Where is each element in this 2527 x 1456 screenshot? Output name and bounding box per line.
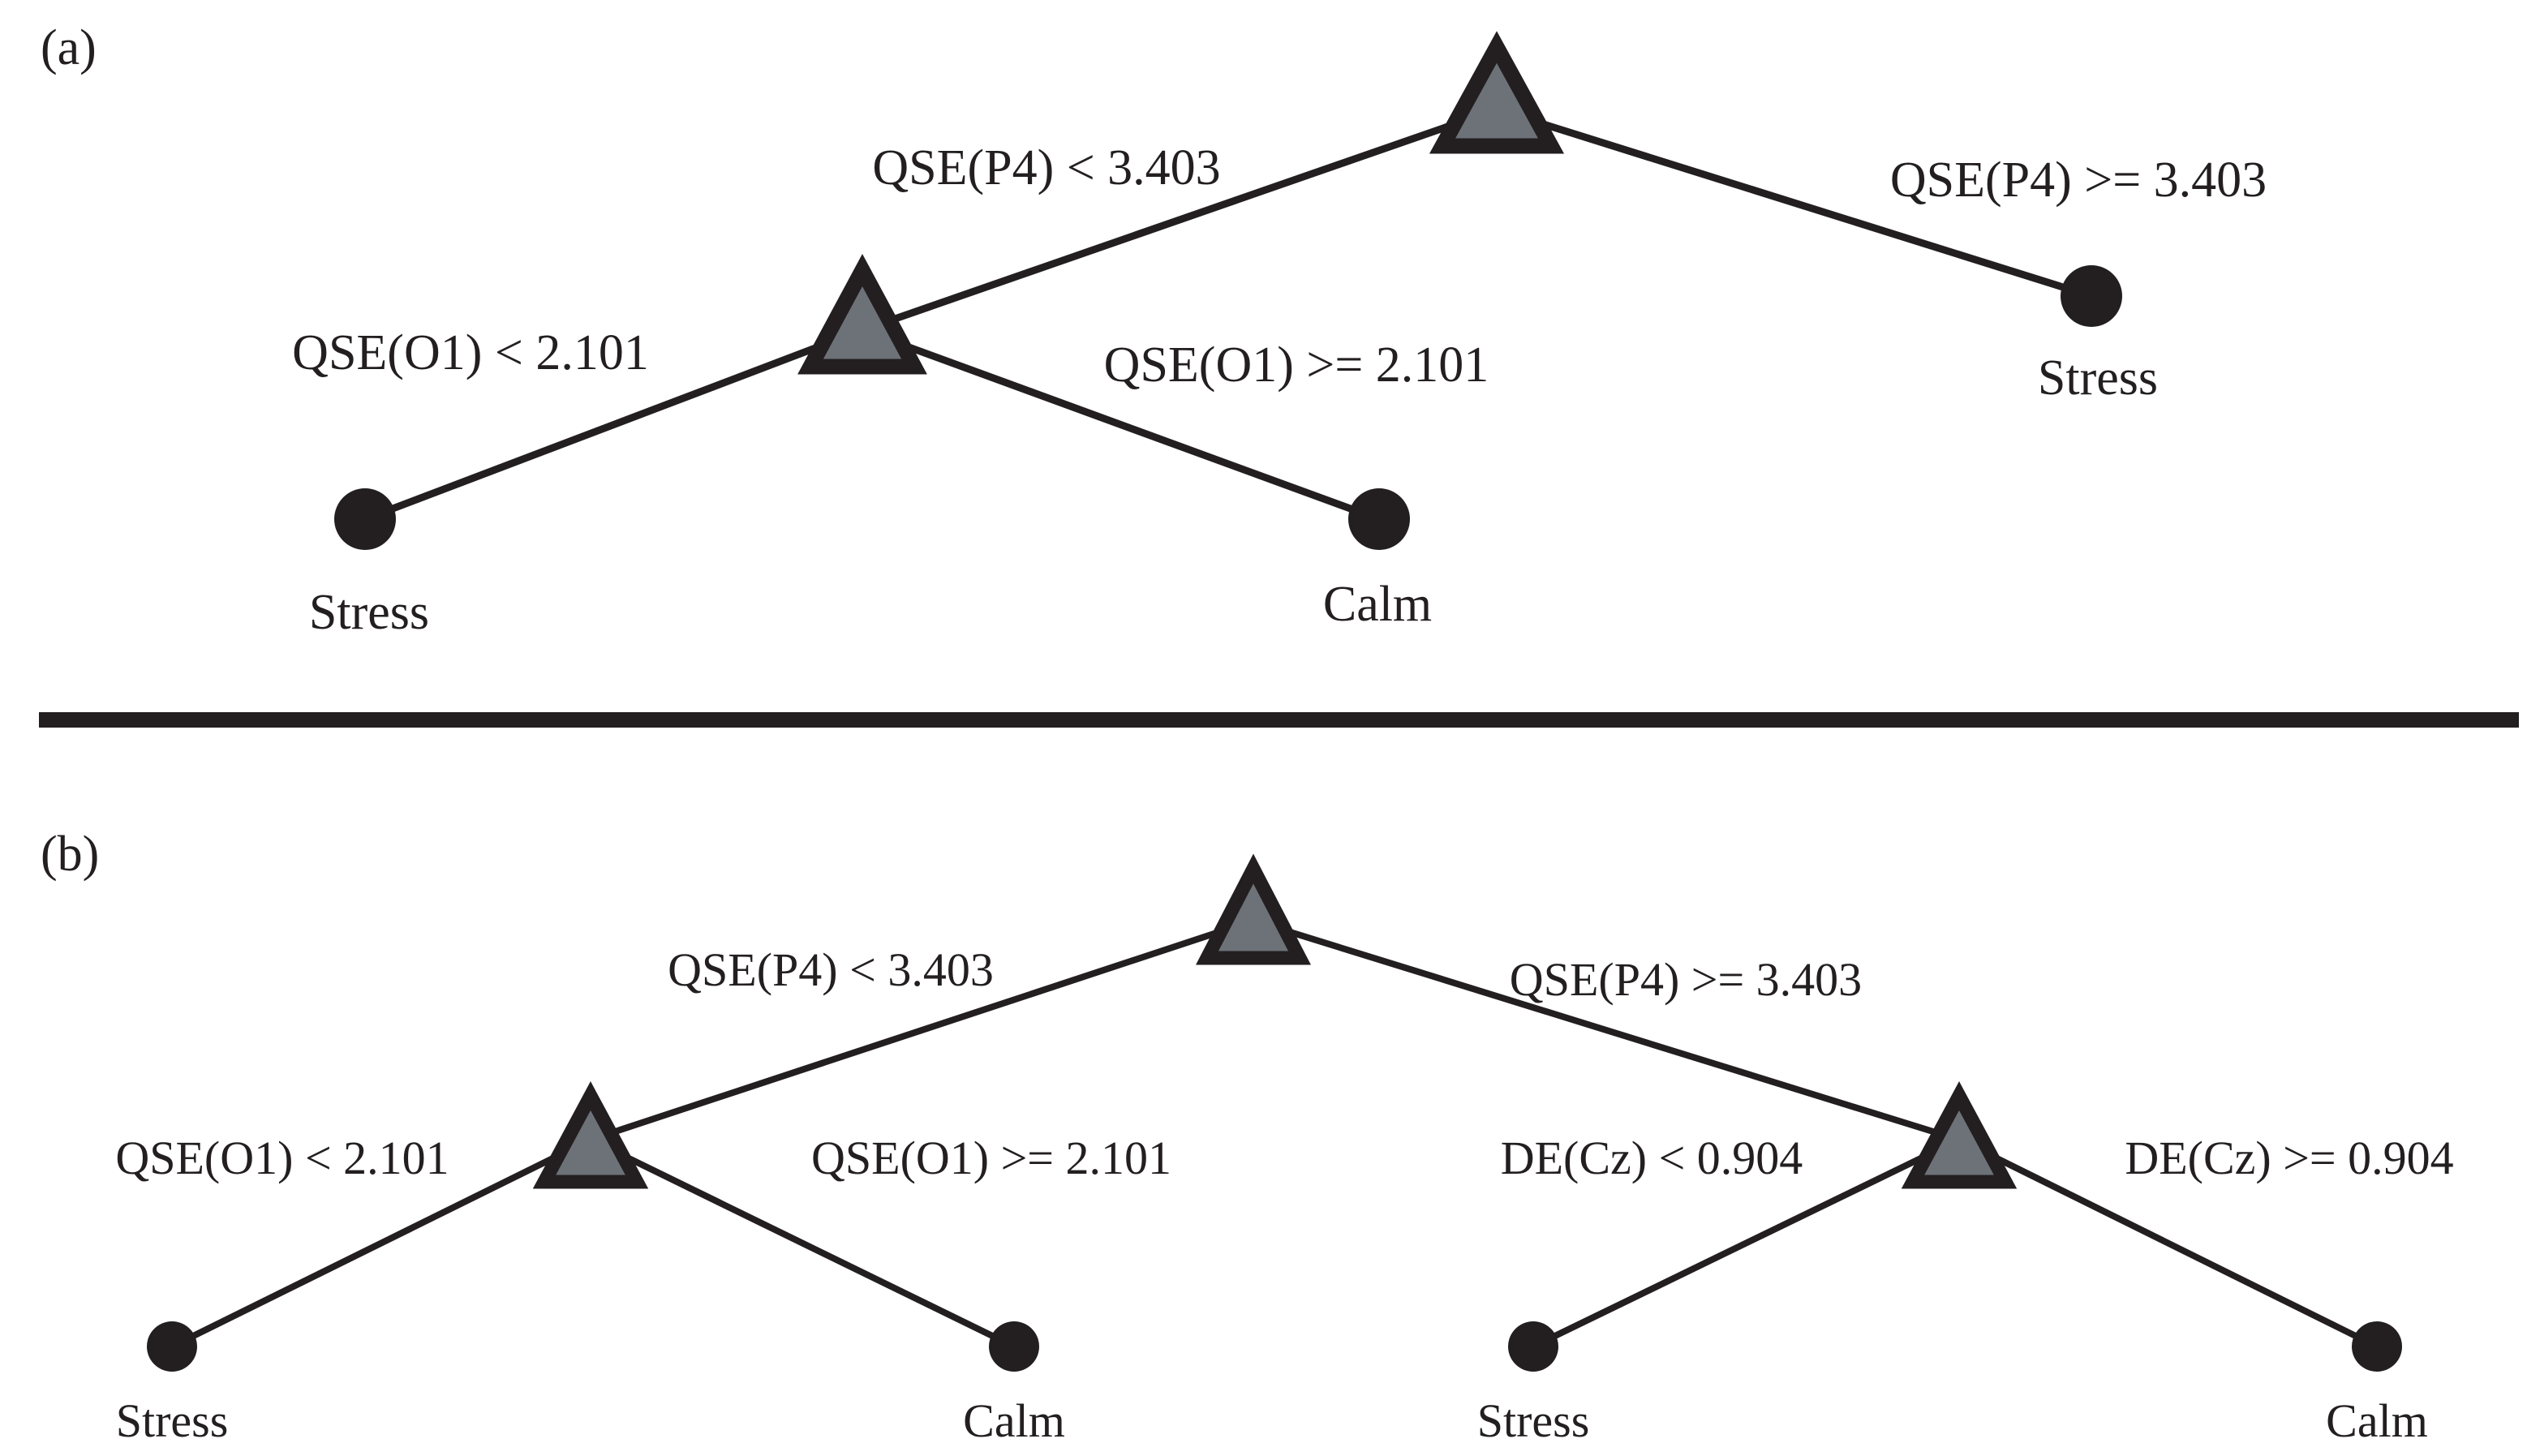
edge-b-n2-right bbox=[1958, 1136, 2379, 1350]
edge-a-root-left bbox=[861, 105, 1498, 334]
panel-b-leaf-label-1: Stress bbox=[115, 1394, 229, 1447]
edge-a-root-right bbox=[1495, 105, 2093, 300]
edge-b-root-right bbox=[1252, 917, 1961, 1143]
panel-b-leaf-label-3: Stress bbox=[1476, 1394, 1590, 1447]
panel-a-nodes bbox=[334, 31, 2122, 550]
panel-a-leaf-label-2: Calm bbox=[1322, 577, 1433, 632]
panel-a-leaf-label-1: Stress bbox=[308, 585, 430, 640]
node-b-root-triangle-icon[interactable] bbox=[1196, 853, 1311, 965]
node-b-leaf2-circle-icon[interactable] bbox=[989, 1321, 1039, 1372]
panel-b-edge-label-n2-right: DE(Cz) >= 0.904 bbox=[2125, 1132, 2454, 1184]
panel-b-edge-label-n2-left: DE(Cz) < 0.904 bbox=[1500, 1132, 1803, 1184]
panel-a-leaf-label-3: Stress bbox=[2037, 350, 2159, 406]
node-a-leaf2-circle-icon[interactable] bbox=[1348, 488, 1410, 550]
node-b-leaf1-circle-icon[interactable] bbox=[147, 1321, 197, 1372]
node-b-leaf3-circle-icon[interactable] bbox=[1508, 1321, 1558, 1372]
panel-b-tag: (b) bbox=[41, 827, 100, 882]
node-a-root-triangle-icon[interactable] bbox=[1429, 31, 1565, 154]
node-b-leaf4-circle-icon[interactable] bbox=[2352, 1321, 2402, 1372]
panel-a-edge-label-n1-left: QSE(O1) < 2.101 bbox=[292, 325, 649, 380]
node-a-leaf1-circle-icon[interactable] bbox=[334, 488, 396, 550]
edge-b-n2-left bbox=[1532, 1136, 1961, 1350]
node-b-n2-triangle-icon[interactable] bbox=[1901, 1081, 2018, 1189]
panel-b-leaf-label-2: Calm bbox=[963, 1394, 1065, 1447]
panel-b-nodes bbox=[147, 853, 2402, 1372]
panel-b-edges bbox=[170, 917, 2379, 1350]
panel-b-leaf-label-4: Calm bbox=[2326, 1394, 2428, 1447]
edge-b-root-left bbox=[589, 917, 1255, 1143]
panel-a-edges bbox=[363, 105, 2093, 523]
panel-a-edge-label-root-right: QSE(P4) >= 3.403 bbox=[1889, 152, 2267, 208]
edge-b-n1-right bbox=[589, 1136, 1016, 1350]
panel-b-edge-label-n1-left: QSE(O1) < 2.101 bbox=[115, 1132, 449, 1184]
node-a-n1-triangle-icon[interactable] bbox=[797, 253, 927, 375]
panel-b-edge-label-n1-right: QSE(O1) >= 2.101 bbox=[810, 1132, 1172, 1184]
edge-a-n1-left bbox=[363, 326, 864, 523]
edge-a-n1-right bbox=[861, 326, 1381, 523]
panel-a-edge-label-n1-right: QSE(O1) >= 2.101 bbox=[1103, 337, 1489, 393]
panel-divider bbox=[39, 712, 2519, 728]
node-a-leaf3-circle-icon[interactable] bbox=[2061, 265, 2122, 327]
edge-b-n1-left bbox=[170, 1136, 592, 1350]
panel-a-tag: (a) bbox=[41, 20, 97, 75]
panel-a-edge-label-root-left: QSE(P4) < 3.403 bbox=[872, 140, 1221, 195]
panel-b-edge-label-root-right: QSE(P4) >= 3.403 bbox=[1509, 953, 1863, 1006]
node-b-n1-triangle-icon[interactable] bbox=[532, 1081, 649, 1189]
panel-b-edge-label-root-left: QSE(P4) < 3.403 bbox=[668, 943, 994, 996]
